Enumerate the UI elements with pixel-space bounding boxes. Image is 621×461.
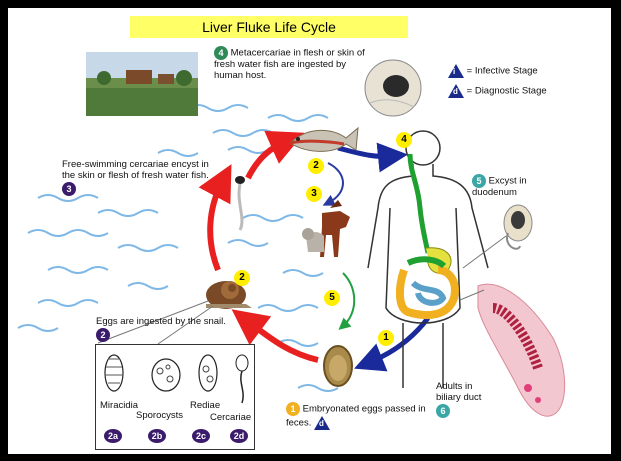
badge-2b: 2b	[148, 429, 166, 443]
legend-diagnostic: d = Diagnostic Stage	[448, 84, 547, 98]
page-title: Liver Fluke Life Cycle	[130, 16, 408, 38]
arrow-cercariae-to-fish	[248, 140, 288, 178]
legend-infective: i = Infective Stage	[448, 64, 538, 78]
cercaria-image	[235, 176, 245, 230]
egg-image	[324, 346, 352, 386]
stage1-number-badge: 1	[286, 402, 300, 416]
stage3-number-badge: 3	[62, 182, 76, 196]
stage6-text: Adults in biliary duct	[436, 381, 481, 403]
dog-cat-image	[302, 200, 350, 257]
yellow-badge-snail-2: 2	[234, 270, 250, 286]
stage2-text: Eggs are ingested by the snail.	[96, 316, 226, 327]
snail-substages-box: Miracidia Sporocysts Rediae Cercariae 2a…	[95, 344, 255, 450]
substage-label-rediae: Rediae	[190, 401, 220, 412]
yellow-badge-egg-1: 1	[378, 330, 394, 346]
stage1-text: Embryonated eggs passed in feces.	[286, 404, 426, 429]
stage4-number-badge: 4	[214, 46, 228, 60]
stage2-number-badge: 2	[96, 328, 110, 342]
stage5-label: 5 Excyst in duodenum	[472, 174, 552, 199]
legend-infective-text: = Infective Stage	[467, 66, 538, 77]
field-photo	[86, 52, 198, 116]
yellow-badge-fish-2: 2	[308, 158, 324, 174]
badge-2c: 2c	[192, 429, 210, 443]
stage2-label: Eggs are ingested by the snail. 2	[96, 317, 236, 342]
substage-label-sporocysts: Sporocysts	[136, 411, 183, 422]
legend-diagnostic-text: = Diagnostic Stage	[467, 86, 547, 97]
stage6-label: Adults in biliary duct 6	[436, 382, 496, 418]
substage-illustrations	[96, 347, 254, 407]
stage5-number-badge: 5	[472, 174, 486, 188]
arrow-human-to-egg	[368, 318, 428, 363]
diagnostic-stage-icon: d	[314, 416, 330, 430]
substage-label-miracidia: Miracidia	[100, 401, 138, 412]
stage6-number-badge: 6	[436, 404, 450, 418]
stage3-label: Free-swimming cercariae encyst in the sk…	[62, 160, 212, 196]
arrow-snail-to-cercariae	[210, 180, 223, 270]
substage-label-cercariae: Cercariae	[210, 413, 251, 424]
stage1-label: 1 Embryonated eggs passed in feces. d	[286, 402, 436, 430]
stage4-label: 4 Metacercariae in flesh or skin of fres…	[214, 46, 374, 82]
yellow-badge-dog-3: 3	[306, 186, 322, 202]
arrow-egg-to-snail	[246, 320, 318, 360]
yellow-badge-head-4: 4	[396, 132, 412, 148]
infective-triangle-icon: i	[448, 64, 464, 78]
fish-image	[290, 128, 358, 151]
arrow-reservoir	[343, 273, 354, 326]
yellow-badge-gut-5: 5	[324, 290, 340, 306]
arrow-fish-to-human	[338, 148, 393, 156]
diagnostic-triangle-icon: d	[448, 84, 464, 98]
stage3-text: Free-swimming cercariae encyst in the sk…	[62, 159, 209, 181]
slide-canvas: Liver Fluke Life Cycle 4 Metacercariae i…	[8, 8, 611, 454]
stage4-text: Metacercariae in flesh or skin of fresh …	[214, 48, 365, 81]
badge-2a: 2a	[104, 429, 122, 443]
arrow-fish-to-dog	[328, 163, 343, 203]
badge-2d: 2d	[230, 429, 248, 443]
